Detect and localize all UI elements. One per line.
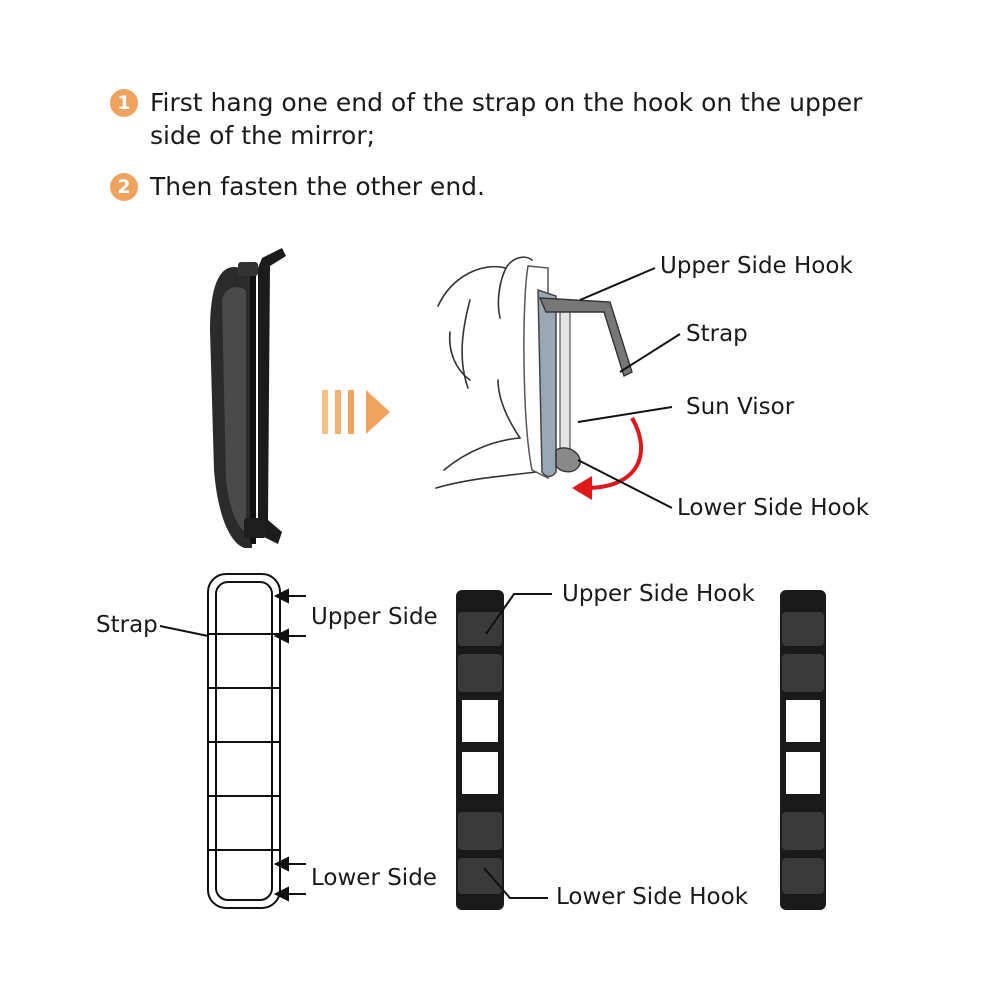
mirror-side-view [210,248,286,548]
leader-lines-installation [577,267,681,509]
step-number-badge: 2 [110,173,138,201]
step-text: Then fasten the other end. [150,172,485,201]
label-lower-side: Lower Side [311,865,437,891]
step-text: First hang one end of the strap on the h… [150,88,863,150]
step-number-badge: 1 [110,89,138,117]
strap-outline-diagram [159,573,281,909]
curved-red-arrow-head [572,476,592,500]
strap-with-hooks-side [780,590,826,910]
label-strap-outline: Strap [96,612,158,638]
strap-pointer-arrows [273,588,306,902]
instruction-step-2: 2 Then fasten the other end. [110,170,870,203]
triple-chevron-arrow-icon [322,390,390,434]
strap-with-hooks-front [456,590,504,910]
sun-visor-illustration [523,265,633,480]
label-strap: Strap [686,321,748,347]
label-hook-upper: Upper Side Hook [562,581,755,607]
label-lower-side-hook: Lower Side Hook [677,495,870,521]
label-hook-lower: Lower Side Hook [556,884,749,910]
curved-red-arrow-icon [585,416,643,490]
leader-lines-hooks [483,593,552,899]
instruction-step-1: 1 First hang one end of the strap on the… [110,86,870,152]
label-upper-side-hook: Upper Side Hook [660,253,853,279]
label-upper-side: Upper Side [311,604,438,630]
hand-installation-illustration [435,256,537,489]
label-sun-visor: Sun Visor [686,394,795,420]
